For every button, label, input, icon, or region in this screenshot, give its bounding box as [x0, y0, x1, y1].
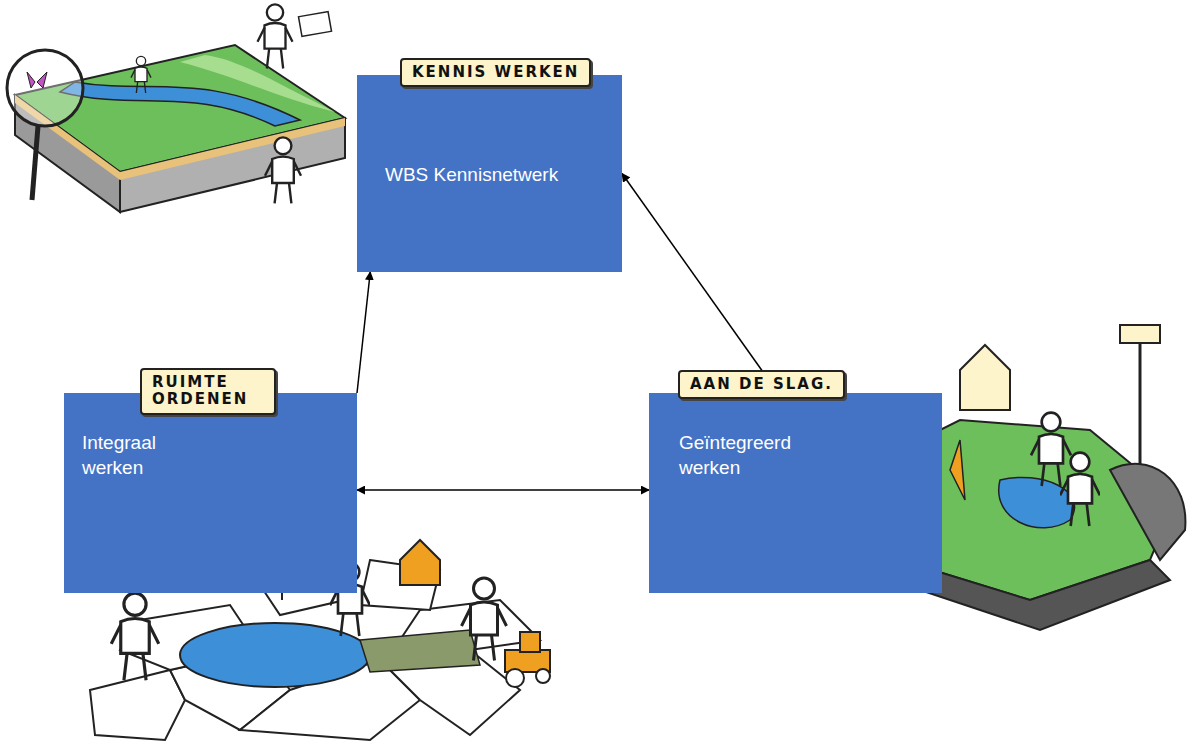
person-figure [258, 4, 293, 68]
connector-arrow [357, 489, 649, 491]
illustration-shape [27, 72, 47, 88]
illustration-shape [999, 477, 1075, 527]
tractor [505, 632, 550, 687]
box-label: WBS Kennisnetwerk [385, 163, 605, 188]
illustration-shape [960, 345, 1010, 410]
process-box: KENNIS WERKENWBS Kennisnetwerk [357, 75, 622, 272]
connector-arrow [622, 174, 778, 394]
magnifying-glass [7, 50, 83, 200]
illustration-shape [90, 670, 185, 740]
illustration-shape [1110, 464, 1185, 560]
illustration-shape [1120, 325, 1160, 343]
person-figure [131, 56, 151, 93]
box-label: Integraal werken [82, 431, 202, 480]
connector-arrow [357, 272, 370, 393]
process-box: AAN DE SLAG.Geïntegreerd werken [649, 393, 942, 593]
illustration-shape [32, 126, 38, 200]
person-figure [462, 578, 507, 661]
box-label: Geïntegreerd werken [679, 431, 819, 480]
person-figure [1031, 413, 1071, 486]
person-figure [265, 137, 301, 203]
person-figure [111, 593, 159, 680]
paper-sheet [298, 12, 331, 37]
process-box: RUIMTE ORDENENIntegraal werken [64, 393, 357, 593]
illustration-shape [506, 669, 524, 687]
person-figure [1060, 453, 1100, 526]
illustration-shape [1139, 340, 1142, 480]
heading-tag: RUIMTE ORDENEN [140, 368, 276, 415]
illustration-shape [950, 440, 965, 500]
land-puzzle [360, 630, 480, 672]
illustration-shape [520, 632, 540, 652]
illustration-shape [180, 55, 335, 112]
heading-tag: AAN DE SLAG. [678, 370, 845, 399]
heading-tag: KENNIS WERKEN [400, 58, 591, 87]
illustration-shape [7, 50, 83, 126]
illustration-shape [120, 118, 345, 180]
house-puzzle [400, 540, 440, 585]
illustration-shape [120, 118, 345, 212]
illustration-shape [536, 669, 550, 683]
